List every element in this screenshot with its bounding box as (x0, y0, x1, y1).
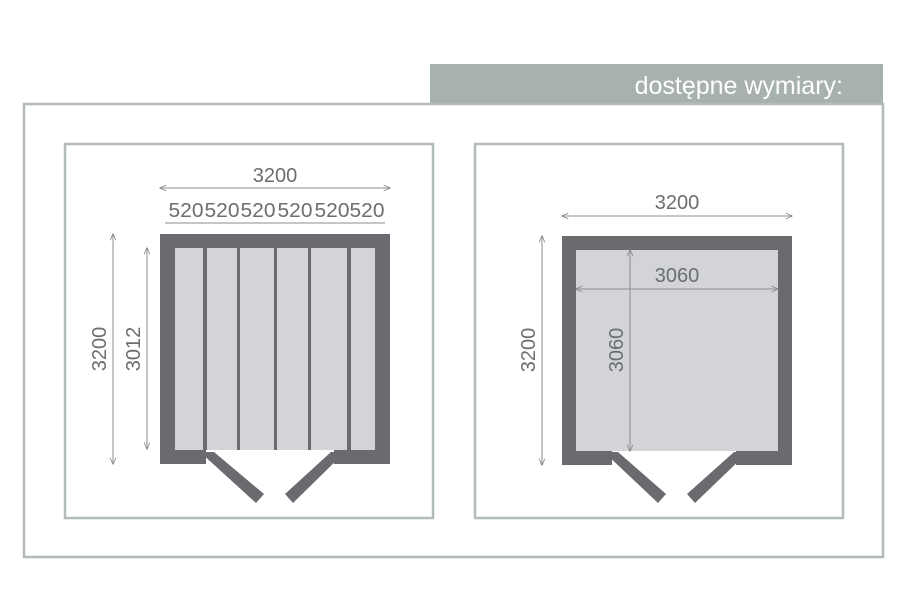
wall-left (562, 236, 576, 465)
wall-right (778, 236, 792, 465)
partition (237, 248, 240, 450)
variant-right-panel: 3200 3060 3200 3060 (473, 142, 845, 520)
dim-width-total: 3200 (253, 165, 298, 187)
dim-depth-inner: 3060 (606, 328, 628, 373)
outer-frame (22, 102, 885, 559)
wall-right (375, 234, 390, 464)
dim-depth-total: 3200 (89, 327, 111, 372)
dim-segment: 520 (169, 200, 204, 222)
wall-left (160, 234, 175, 464)
dim-depth-total: 3200 (518, 328, 540, 373)
door-left (604, 452, 666, 503)
wall-bottom-left (160, 450, 206, 464)
door-right (687, 452, 748, 503)
panel-frame (473, 142, 845, 520)
partition (308, 248, 311, 450)
dim-segment: 520 (205, 200, 240, 222)
dim-segment: 520 (315, 200, 350, 222)
dim-segment: 520 (241, 200, 276, 222)
dim-depth-inner: 3012 (123, 327, 145, 372)
header-title: dostępne wymiary: (635, 72, 843, 100)
wall-top (562, 236, 792, 250)
wall-top (160, 234, 390, 250)
dim-width-inner: 3060 (655, 265, 700, 287)
floor (576, 250, 778, 451)
partition (347, 248, 351, 450)
variant-left-panel: 3200 520 520 520 520 520 520 3200 3012 (63, 142, 435, 520)
dim-segment: 520 (350, 200, 385, 222)
partition (203, 248, 207, 450)
panel-frame (63, 142, 435, 520)
door-right (285, 452, 345, 503)
partition (274, 248, 277, 450)
wall-bottom-left (562, 451, 612, 465)
wall-bottom-right (736, 451, 792, 465)
dim-segment: 520 (278, 200, 313, 222)
dim-width-total: 3200 (655, 192, 700, 214)
door-left (200, 452, 264, 503)
wall-bottom-right (334, 450, 390, 464)
header-bar (430, 64, 883, 104)
